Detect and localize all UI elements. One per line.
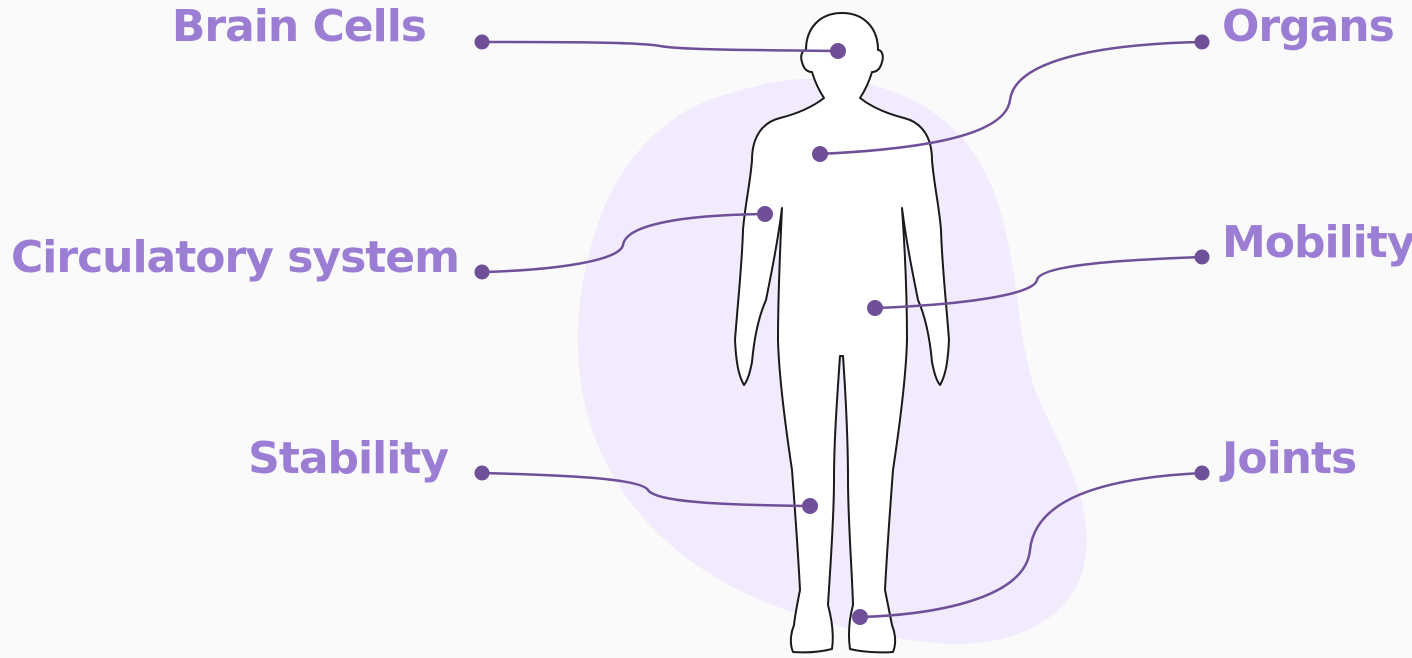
label-stability: Stability xyxy=(248,437,448,481)
dot-mobility-body xyxy=(867,300,883,316)
dot-organs-body xyxy=(812,146,828,162)
dot-joints-body xyxy=(852,609,868,625)
label-circulatory-system: Circulatory system xyxy=(11,236,459,280)
label-mobility: Mobility xyxy=(1222,221,1412,265)
label-brain-cells: Brain Cells xyxy=(172,5,426,49)
label-organs: Organs xyxy=(1222,5,1394,49)
dot-organs-label xyxy=(1195,35,1210,50)
dot-joints-label xyxy=(1195,466,1210,481)
connector-brain-cells xyxy=(482,42,838,51)
dot-stability-body xyxy=(802,498,818,514)
dot-circulatory-label xyxy=(475,265,490,280)
dot-stability-label xyxy=(475,466,490,481)
dot-circulatory-body xyxy=(757,206,773,222)
dot-brain-cells-label xyxy=(475,35,490,50)
dot-brain-cells-body xyxy=(830,43,846,59)
dot-mobility-label xyxy=(1195,250,1210,265)
label-joints: Joints xyxy=(1222,437,1356,481)
